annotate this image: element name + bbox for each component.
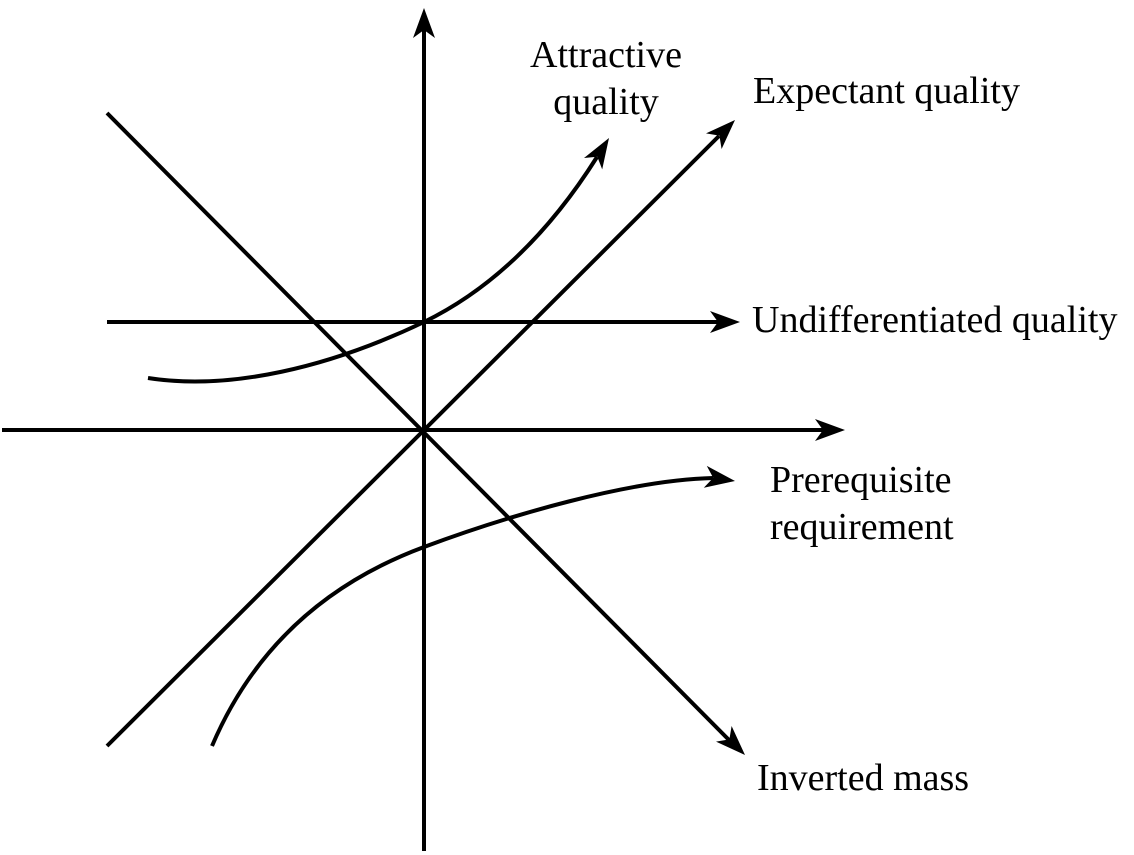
label-inverted-mass: Inverted mass — [757, 757, 970, 799]
undifferentiated-arrowhead-icon — [710, 311, 740, 333]
inverted-mass-line — [105, 111, 731, 742]
attractive-arrowhead-icon — [584, 138, 609, 170]
x-axis-arrowhead-icon — [815, 419, 845, 441]
label-prerequisite-requirement: Prerequisite requirement — [770, 459, 954, 548]
y-axis-arrowhead-icon — [413, 8, 435, 38]
prerequisite-arrowhead-icon — [703, 465, 735, 488]
label-attractive-quality: Attractive quality — [530, 34, 682, 123]
expectant-quality-line — [105, 134, 721, 748]
attractive-quality-curve — [147, 155, 599, 384]
inverted-mass-arrowhead-icon — [716, 726, 745, 755]
expectant-arrowhead-icon — [706, 120, 735, 149]
prerequisite-requirement-curve — [210, 476, 714, 747]
label-expectant-quality: Expectant quality — [753, 70, 1020, 112]
label-undifferentiated-quality: Undifferentiated quality — [752, 299, 1118, 341]
